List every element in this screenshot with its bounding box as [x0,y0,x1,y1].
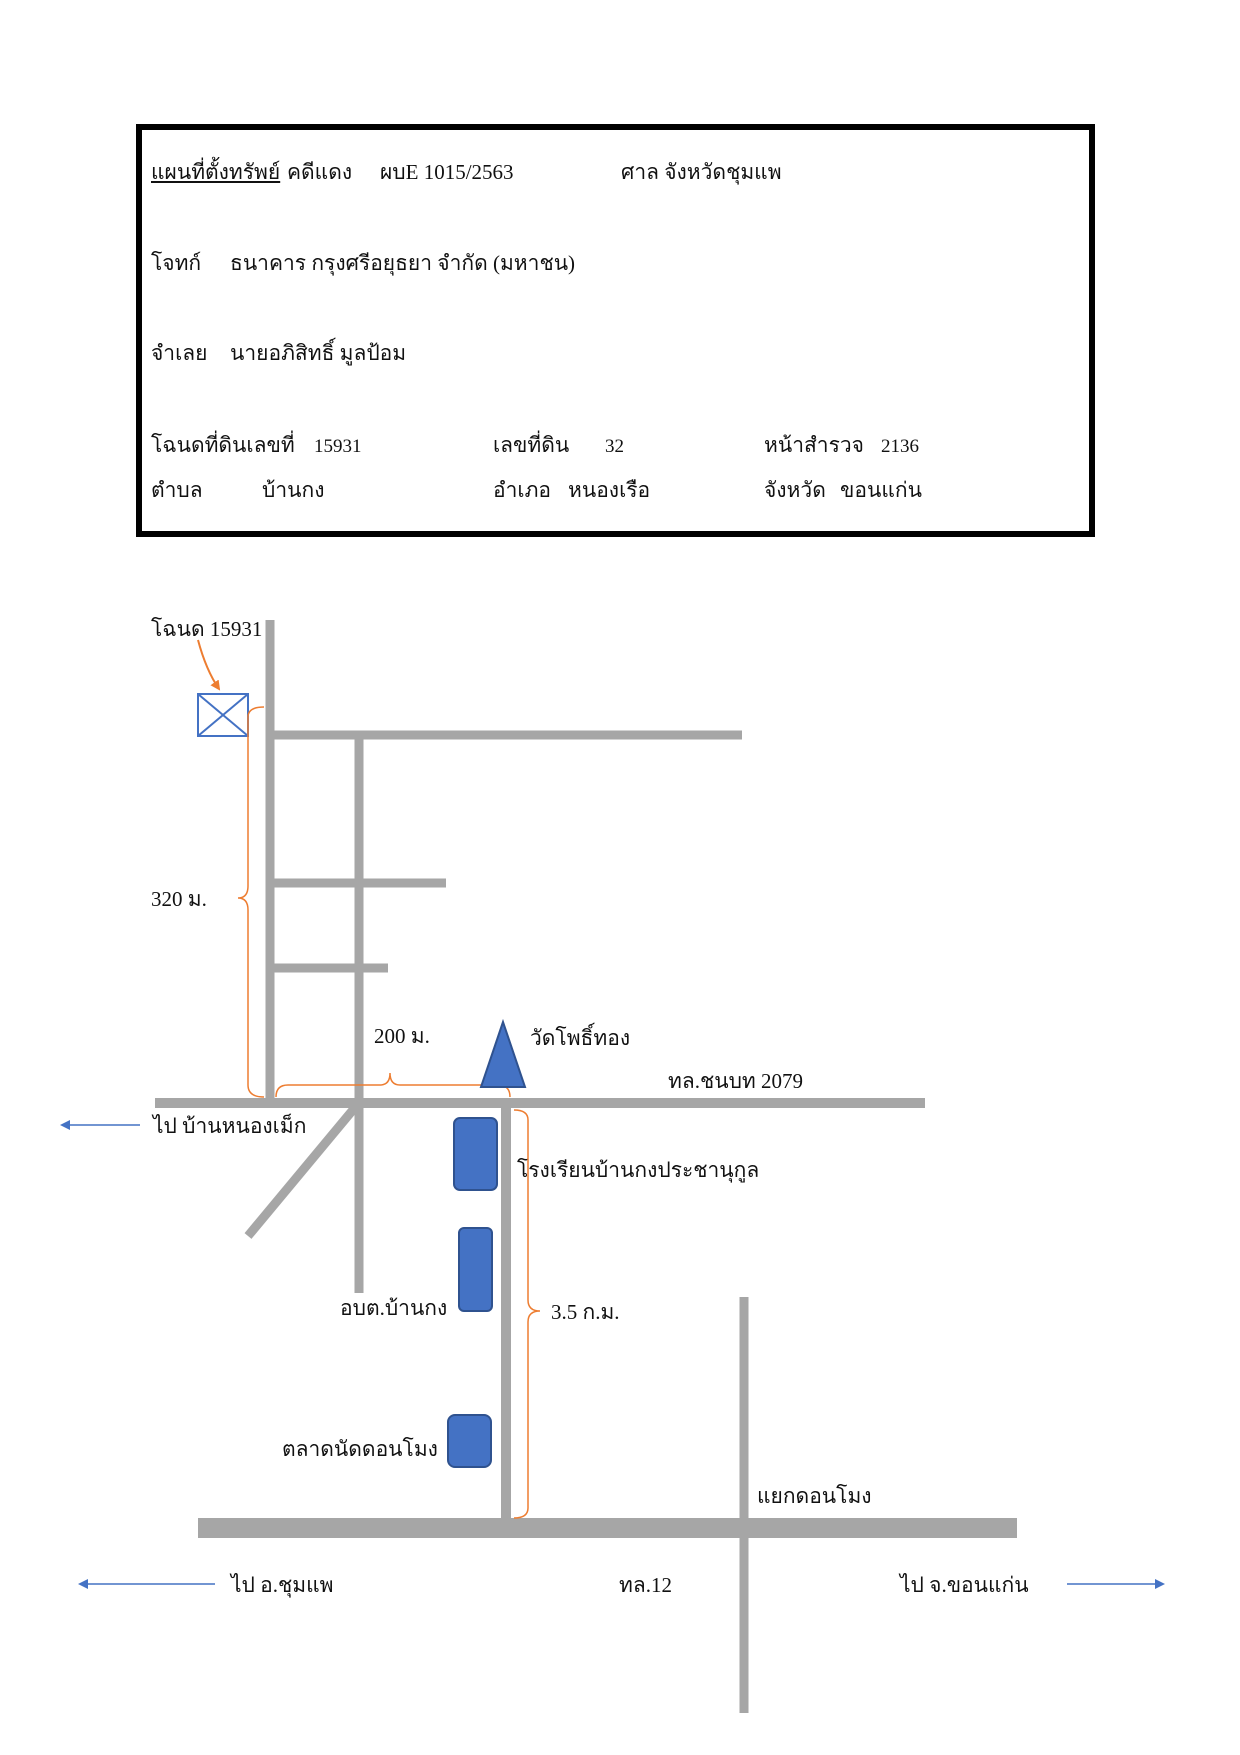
to-khon-kaen-label: ไป จ.ขอนแก่น [898,1573,1029,1597]
deed-marker [197,693,249,737]
subdistrict-label: ตำบล [151,478,203,502]
case-type: คดีแดง [287,160,353,184]
defendant-value: นายอภิสิทธิ์ มูลป้อม [230,341,407,365]
deed-marker-label: โฉนด 15931 [151,617,262,641]
case-number: ผบE 1015/2563 [380,160,514,184]
market-label: ตลาดนัดดอนโมง [282,1437,438,1461]
school-label: โรงเรียนบ้านกงประชานุกูล [517,1158,759,1183]
temple-label: วัดโพธิ์ทอง [530,1022,630,1050]
deed-number-value: 15931 [314,436,362,457]
road-2079-label: ทล.ชนบท 2079 [668,1069,803,1093]
distance-200m: 200 ม. [374,1024,430,1048]
defendant-label: จำเลย [151,341,208,365]
map-title: แผนที่ตั้งทรัพย์ [151,160,281,184]
deed-pointer-arrow [197,639,221,691]
to-nong-mek-label: ไป บ้านหนองเม็ก [151,1112,306,1138]
bracket-320m [237,706,265,1098]
tao-office-icon [458,1227,493,1312]
distance-320m: 320 ม. [151,887,207,911]
court-name: ศาล จังหวัดชุมแพ [621,160,782,184]
survey-label: หน้าสำรวจ [764,433,864,457]
bracket-200m [275,1072,511,1098]
to-chum-phae-label: ไป อ.ชุมแพ [229,1573,333,1598]
land-no-value: 32 [605,436,624,457]
plaintiff-value: ธนาคาร กรุงศรีอยุธยา จำกัด (มหาชน) [230,251,576,275]
plaintiff-label: โจทก์ [151,251,202,275]
province-value: ขอนแก่น [840,478,922,502]
temple-icon [479,1018,527,1088]
subdistrict-value: บ้านกง [262,478,325,502]
deed-number-label: โฉนดที่ดินเลขที่ [151,433,295,457]
province-label: จังหวัด [764,478,826,502]
bracket-3-5km [513,1109,541,1519]
highway-12-label: ทล.12 [619,1573,672,1597]
district-value: หนองเรือ [568,478,651,502]
tao-office-label: อบต.บ้านกง [340,1296,447,1320]
land-no-label: เลขที่ดิน [493,433,570,457]
school-building-icon [453,1117,498,1191]
district-label: อำเภอ [493,478,552,502]
don-mong-junction-label: แยกดอนโมง [757,1484,872,1508]
road-network [155,620,1017,1713]
case-info-box [136,124,1095,537]
road-diagonal [244,1102,361,1239]
survey-value: 2136 [881,436,919,457]
distance-3-5km: 3.5 ก.ม. [551,1300,620,1324]
market-icon [447,1414,492,1468]
